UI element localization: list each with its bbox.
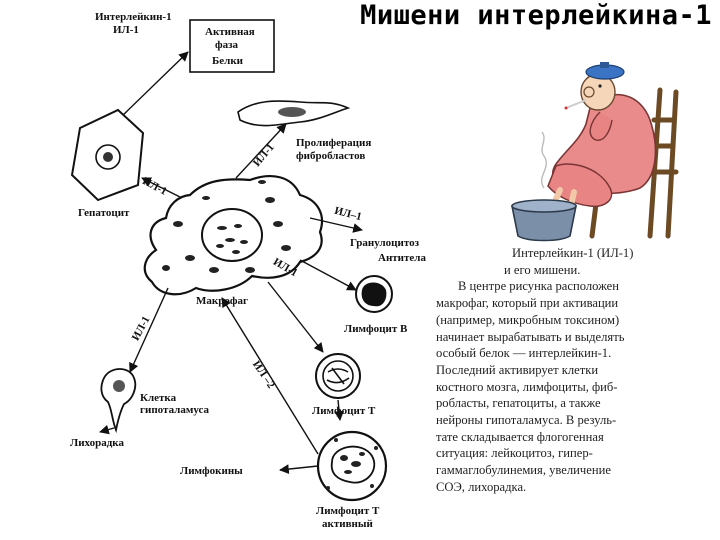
active-t-chromatin — [326, 438, 378, 490]
active-t-label-2: активный — [322, 518, 373, 530]
acute-phase-label-2: фаза — [215, 39, 239, 51]
fibroblast-nucleus — [278, 107, 306, 117]
fibro-label-1: Пролиферация — [296, 137, 371, 149]
arrow-to-hepatocyte — [141, 177, 183, 199]
arrow-to-lymphocyte-b — [299, 259, 357, 291]
arrow-to-fibroblast — [235, 123, 287, 179]
il2-arrow-label: ИЛ –2 — [250, 359, 277, 391]
arrow-to-fever — [99, 424, 115, 435]
fibro-label-2: фибробластов — [296, 150, 365, 162]
caption-body-line: Последний активирует клетки — [436, 362, 599, 377]
arrow-to-lymphocyte-t — [267, 281, 324, 353]
il1-fibro-arrow-label: ИЛ-1 — [251, 141, 277, 169]
acute-phase-label-3: Белки — [212, 55, 244, 67]
caption-body-line: (например, микробным токсином) — [436, 312, 620, 327]
arrow-il2-to-macrophage — [221, 297, 319, 455]
hypo-label-2: гипоталамуса — [140, 404, 210, 416]
fever-label: Лихорадка — [70, 437, 124, 449]
macrophage-label: Макрофаг — [196, 295, 248, 307]
caption-body-line: СОЭ, лихорадка. — [436, 479, 527, 494]
caption-body-line: нейроны гипоталамуса. В резуль- — [436, 413, 617, 428]
granulocytosis-label: Гранулоцитоз — [350, 237, 420, 249]
lymphokines-label: Лимфокины — [180, 465, 243, 477]
caption-body-line: начинает вырабатывать и выделять — [436, 329, 625, 344]
macrophage-granules — [162, 180, 291, 273]
acute-phase-label-1: Активная — [205, 26, 255, 38]
caption-body-line: робласты, гепатоциты, а также — [436, 396, 601, 411]
acute-phase-box — [189, 19, 275, 73]
macrophage-nucleus — [201, 208, 263, 262]
hepatocyte-label: Гепатоцит — [78, 207, 130, 219]
hypo-label-1: Клетка — [140, 392, 177, 404]
caption-heading-line: и его мишени. — [504, 262, 581, 277]
caption-body-line: особый белок — интерлейкин-1. — [436, 346, 612, 361]
arrow-to-lymphokines — [279, 464, 319, 474]
hypothalamus-cell — [100, 368, 137, 434]
il1-granulo-arrow-label: ИЛ–1 — [333, 205, 363, 223]
active-t-label-1: Лимфоцит Т — [316, 505, 380, 517]
il1-top-abbr: ИЛ-1 — [113, 24, 139, 36]
hepatocyte-nucleolus — [103, 152, 113, 162]
caption-body-line: ситуация: лейкоцитоз, гипер- — [436, 446, 593, 461]
caption-body-line: макрофаг, который при активации — [436, 296, 619, 311]
lymphocyte-t-chromatin — [326, 367, 350, 385]
arrow-to-acute-phase — [119, 51, 189, 119]
hypothalamus-nucleus — [113, 380, 125, 392]
caption-body-line: тате складывается флогогенная — [436, 429, 604, 444]
caption-heading-line: Интерлейкин-1 (ИЛ-1) — [512, 246, 634, 260]
slide-title: Мишени интерлейкина-1 — [360, 0, 712, 31]
caption-body-line: гаммаглобулинемия, увеличение — [436, 463, 611, 478]
il1-top-label: Интерлейкин-1 — [95, 11, 172, 23]
lymph-t-label: Лимфоцит Т — [312, 405, 376, 417]
caption-body-line: В центре рисунка расположен — [458, 279, 619, 294]
arrow-to-t-active — [334, 399, 344, 421]
il1-hepatocyte-arrow-label: ИЛ-1 — [140, 175, 169, 198]
arrow-to-granulocytosis — [309, 217, 363, 233]
arrow-to-hypothalamus — [129, 287, 169, 373]
caption-body-line: костного мозга, лимфоциты, фиб- — [436, 379, 618, 394]
antibodies-label: Антитела — [378, 252, 426, 264]
lymph-b-label: Лимфоцит В — [344, 323, 408, 335]
sick-person-illustration — [511, 62, 679, 242]
lymphocyte-b-nucleus — [361, 282, 387, 307]
caption-text: Интерлейкин-1 (ИЛ-1) и его мишени. В цен… — [436, 245, 686, 496]
